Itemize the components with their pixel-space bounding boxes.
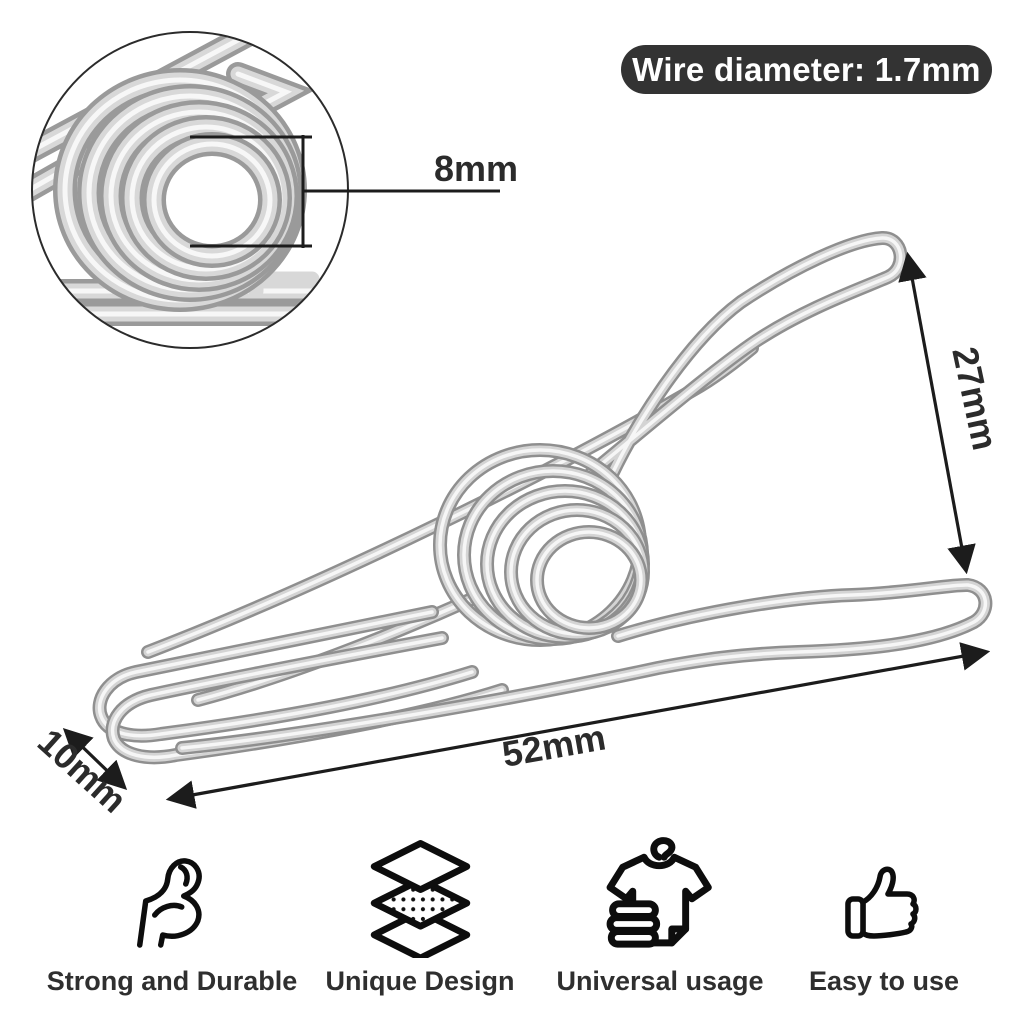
feature-label: Unique Design — [325, 966, 515, 996]
handle-loop — [592, 238, 901, 487]
feature-icon-box — [356, 836, 484, 958]
spring-coil — [433, 443, 650, 647]
dimension-27mm: 27mm — [898, 251, 1006, 575]
dimension-8mm: 8mm — [190, 135, 518, 248]
feature-strong-durable: Strong and Durable — [46, 836, 298, 997]
feature-label: Strong and Durable — [46, 966, 298, 996]
layers-icon — [370, 839, 470, 958]
feature-icon-box — [122, 836, 222, 958]
tshirt-hanger-icon — [606, 837, 712, 948]
length-arrow — [165, 642, 991, 809]
feature-icon-box — [593, 836, 727, 958]
feature-icon-box — [834, 836, 934, 958]
dimension-label-height: 27mm — [944, 343, 1006, 453]
feature-label: Easy to use — [808, 966, 960, 996]
feature-unique-design: Unique Design — [325, 836, 515, 997]
feature-universal-usage: Universal usage — [556, 836, 764, 997]
dimension-label-coil-inner: 8mm — [434, 148, 518, 189]
width-arrow — [62, 727, 128, 791]
dimension-label-length: 52mm — [499, 716, 609, 774]
height-arrow — [898, 251, 976, 575]
bicep-icon — [137, 858, 203, 948]
feature-label: Universal usage — [556, 966, 764, 996]
clothespin-image — [100, 238, 986, 757]
detail-inset: 8mm — [31, 31, 518, 349]
feature-easy-to-use: Easy to use — [809, 836, 959, 997]
wire-diameter-badge: Wire diameter: 1.7mm — [621, 45, 992, 94]
thumbs-up-icon — [845, 866, 919, 939]
inset-coil — [53, 68, 307, 312]
magnified-coil-photo — [32, 32, 342, 326]
